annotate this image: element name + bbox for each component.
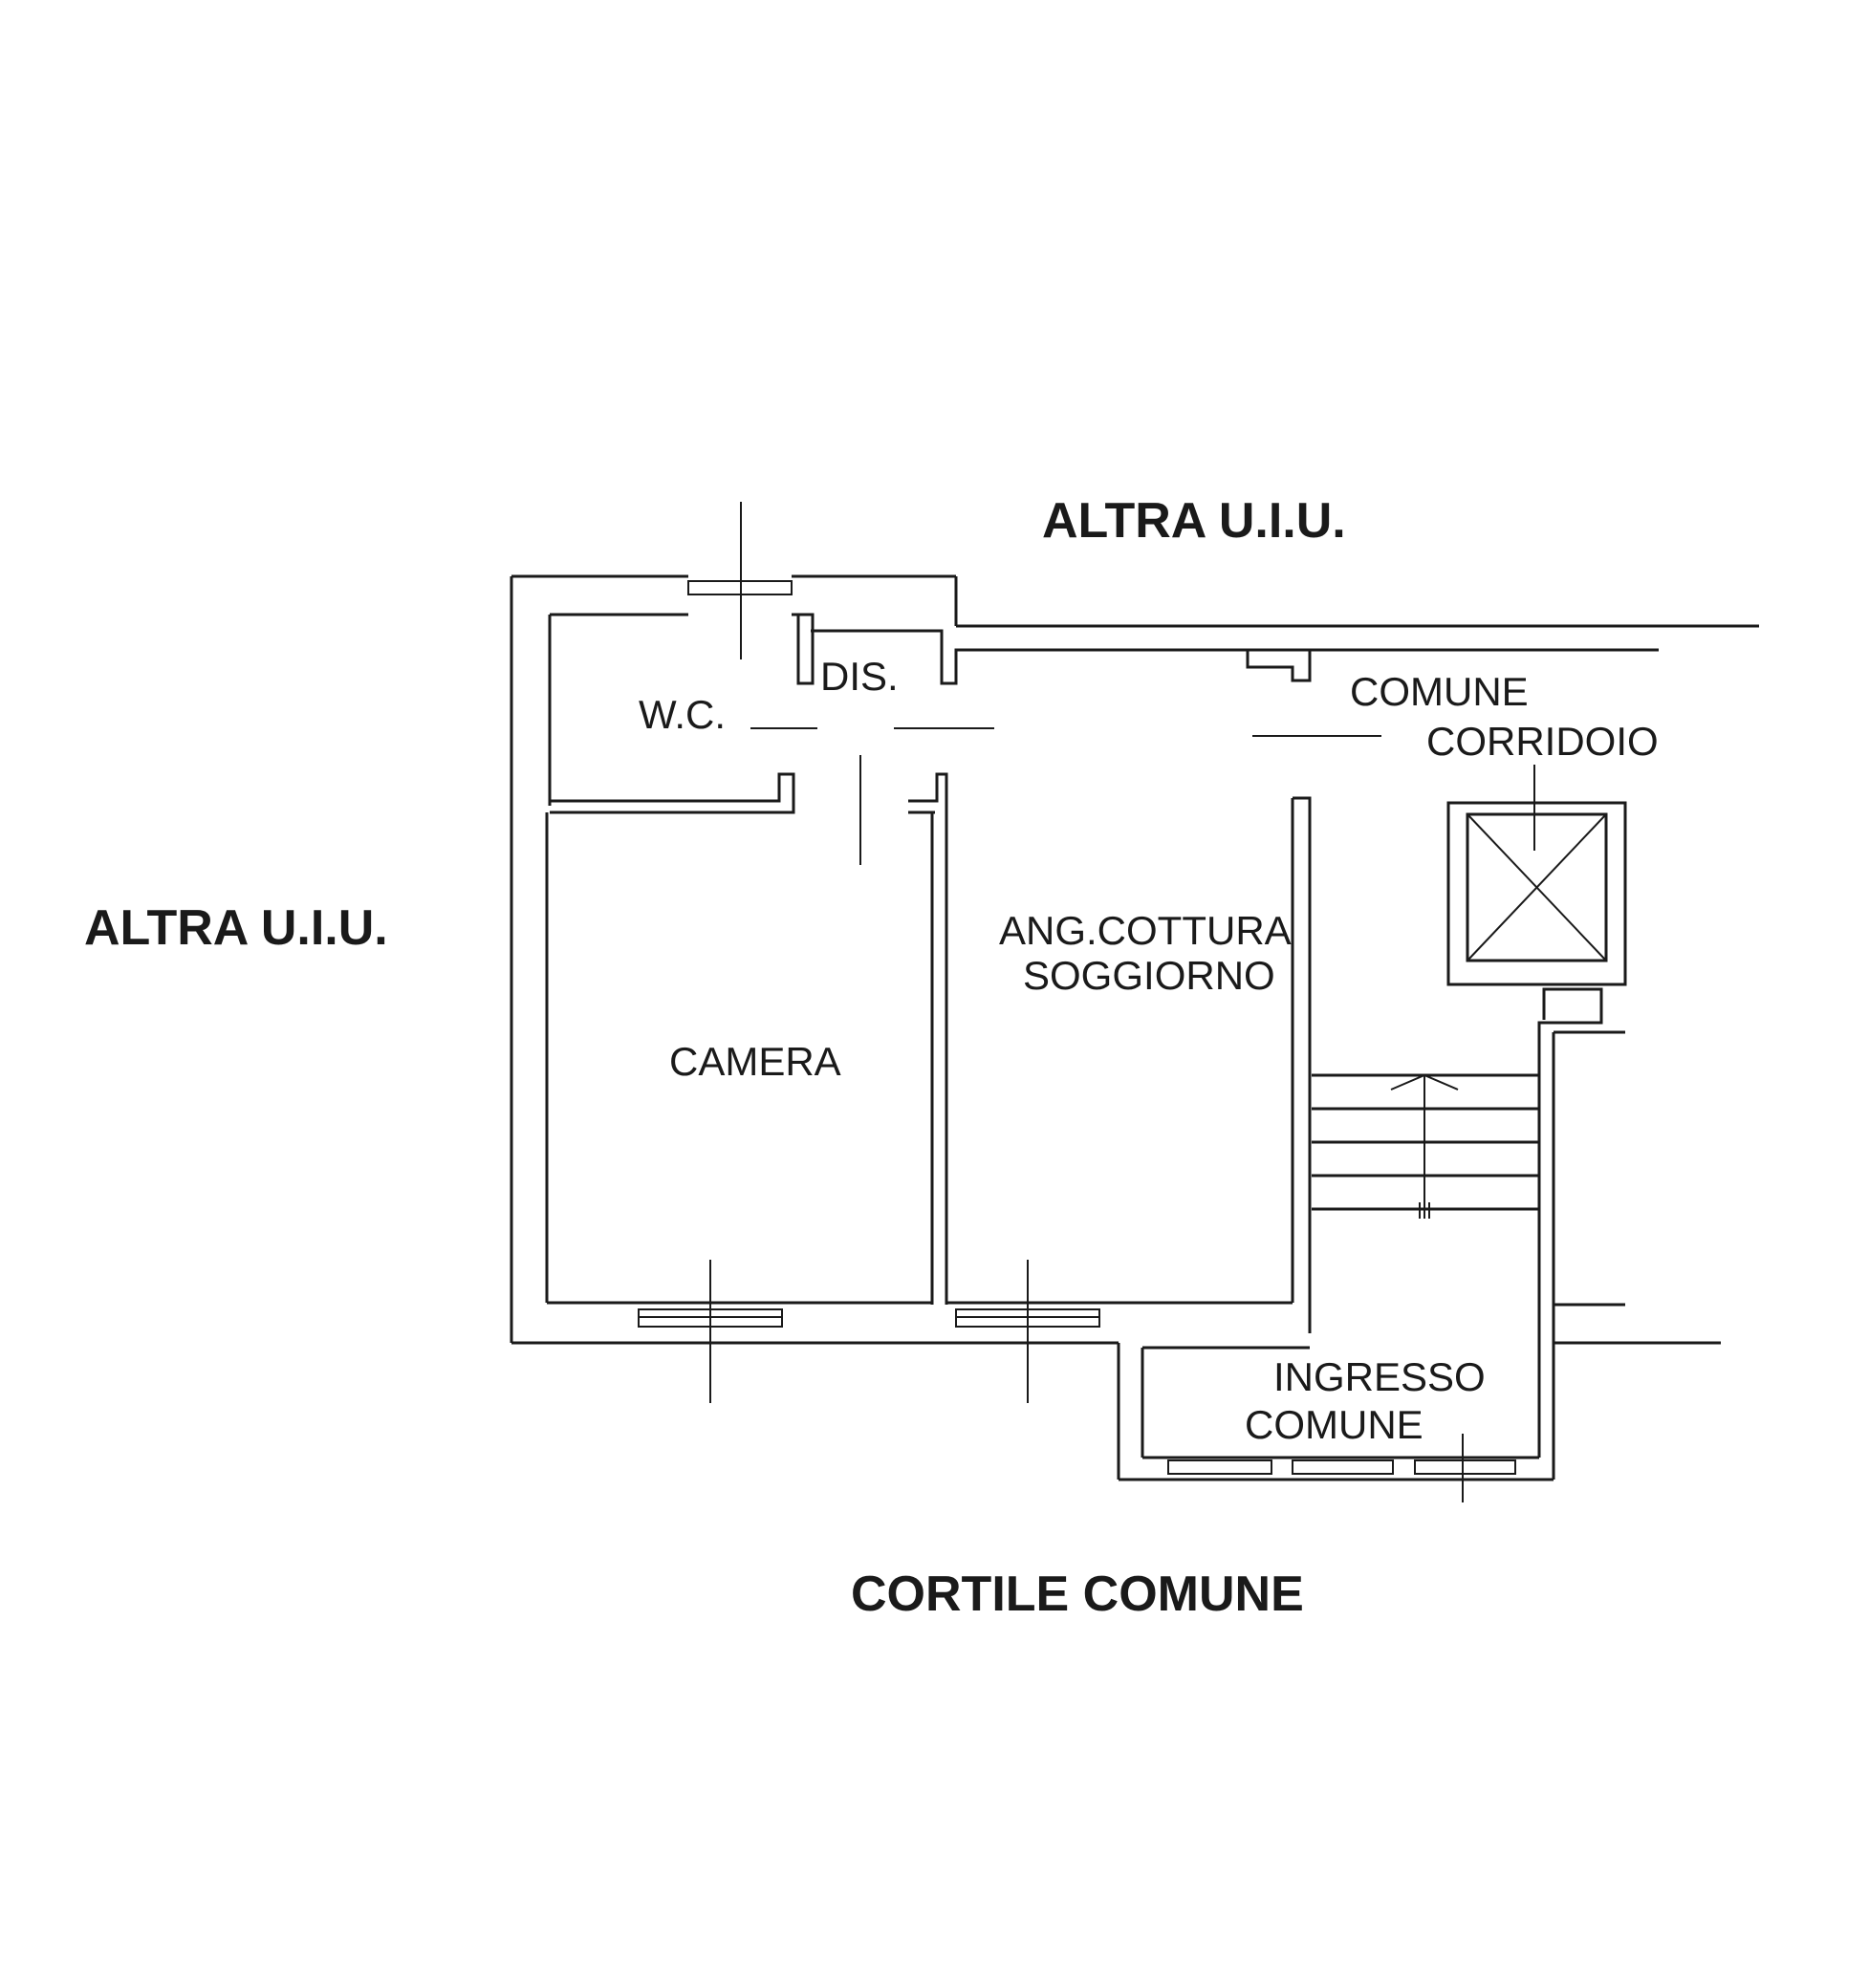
outer-walls <box>510 574 1759 1343</box>
camera-label: CAMERA <box>669 1039 841 1084</box>
wc-label: W.C. <box>639 692 726 737</box>
door-openings <box>750 727 1381 865</box>
corridor-label-line2: CORRIDOIO <box>1426 719 1659 764</box>
wc-walls <box>550 772 795 814</box>
left-neighbor-label: ALTRA U.I.U. <box>84 900 388 956</box>
entrance-label-line2: COMUNE <box>1245 1402 1423 1447</box>
courtyard-label: CORTILE COMUNE <box>851 1567 1304 1622</box>
living-label-line1: ANG.COTTURA <box>999 908 1292 953</box>
windows <box>638 502 1516 1502</box>
staircase-icon <box>1312 1073 1539 1219</box>
bottom-walls <box>511 987 1721 1481</box>
dis-label: DIS. <box>820 654 899 699</box>
internal-walls <box>547 772 1312 1333</box>
entrance-label-line1: INGRESSO <box>1273 1354 1486 1399</box>
top-neighbor-label: ALTRA U.I.U. <box>1042 493 1346 549</box>
lift-shaft-icon <box>1446 765 1627 986</box>
corridor-label-line1: COMUNE <box>1350 669 1529 714</box>
living-label-line2: SOGGIORNO <box>1023 953 1275 998</box>
